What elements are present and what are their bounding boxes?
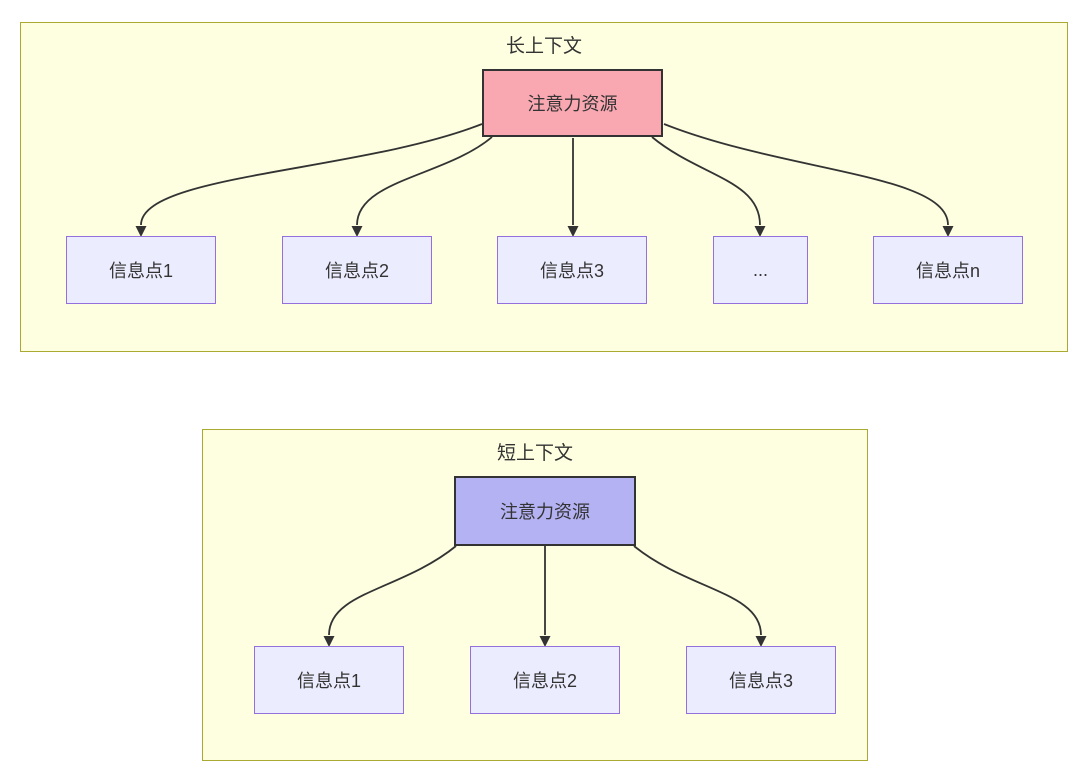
info-node-long-3: 信息点3 [497, 236, 647, 304]
subgraph-long-title: 长上下文 [505, 36, 582, 57]
info-node-long-1: 信息点1 [66, 236, 216, 304]
info-node-long-2: 信息点2 [282, 236, 432, 304]
info-node-long-n: 信息点n [873, 236, 1023, 304]
info-node-short-1: 信息点1 [254, 646, 404, 714]
subgraph-short-title: 短上下文 [496, 443, 573, 464]
info-node-short-2: 信息点2 [470, 646, 620, 714]
info-node-short-3: 信息点3 [686, 646, 836, 714]
hub-node-attention-long: 注意力资源 [482, 69, 663, 137]
info-node-long-ellipsis: ... [713, 236, 808, 304]
hub-node-attention-short: 注意力资源 [454, 476, 636, 546]
